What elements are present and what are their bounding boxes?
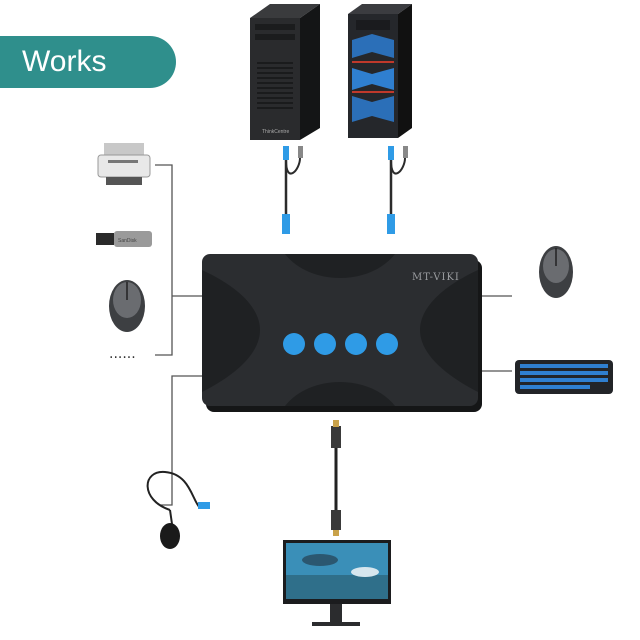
- more-devices-dots: ......: [109, 346, 136, 362]
- monitor-icon: [283, 540, 391, 626]
- switch-brand: MT-VIKI: [412, 272, 460, 283]
- usb-cable-pc1: [282, 146, 303, 234]
- mouse-left-icon: [109, 280, 145, 332]
- mouse-right-icon: [539, 246, 573, 298]
- desktop-pc-1: ThinkCentre: [250, 4, 320, 140]
- desktop-logo: ThinkCentre: [262, 129, 289, 135]
- gaming-pc-2: [348, 4, 412, 138]
- svg-text:SanDisk: SanDisk: [118, 238, 137, 244]
- kvm-switch: MT-VIKI: [202, 254, 482, 412]
- printer-icon: [97, 143, 151, 185]
- hdmi-cable: [331, 420, 341, 536]
- connector-lines: [155, 164, 512, 506]
- switch-button-3[interactable]: [345, 333, 367, 355]
- usb-cable-pc2: [387, 146, 408, 234]
- switch-button-4[interactable]: [376, 333, 398, 355]
- keyboard-icon: [515, 360, 613, 394]
- works-badge-label: Works: [22, 45, 107, 78]
- headset-icon: [146, 470, 210, 549]
- switch-button-2[interactable]: [314, 333, 336, 355]
- works-badge: Works: [0, 36, 176, 88]
- usb-flash-drive-icon: SanDisk: [96, 231, 152, 247]
- switch-button-1[interactable]: [283, 333, 305, 355]
